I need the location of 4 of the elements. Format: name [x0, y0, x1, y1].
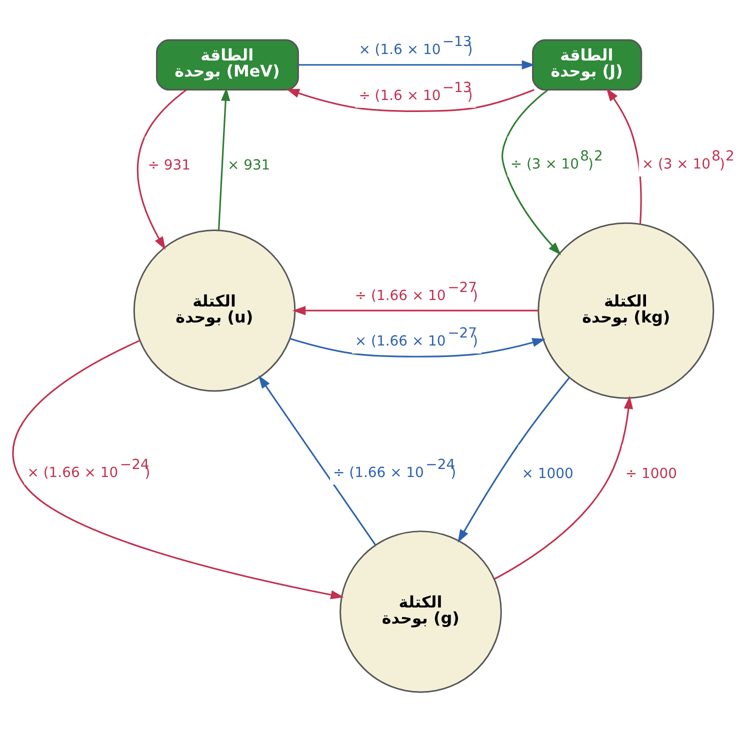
edge-label: × 931	[227, 157, 270, 174]
edge-label: × 1000	[522, 465, 574, 482]
edge-label: ÷ 931	[148, 157, 191, 174]
edge-label: ÷ 1000	[625, 465, 678, 482]
